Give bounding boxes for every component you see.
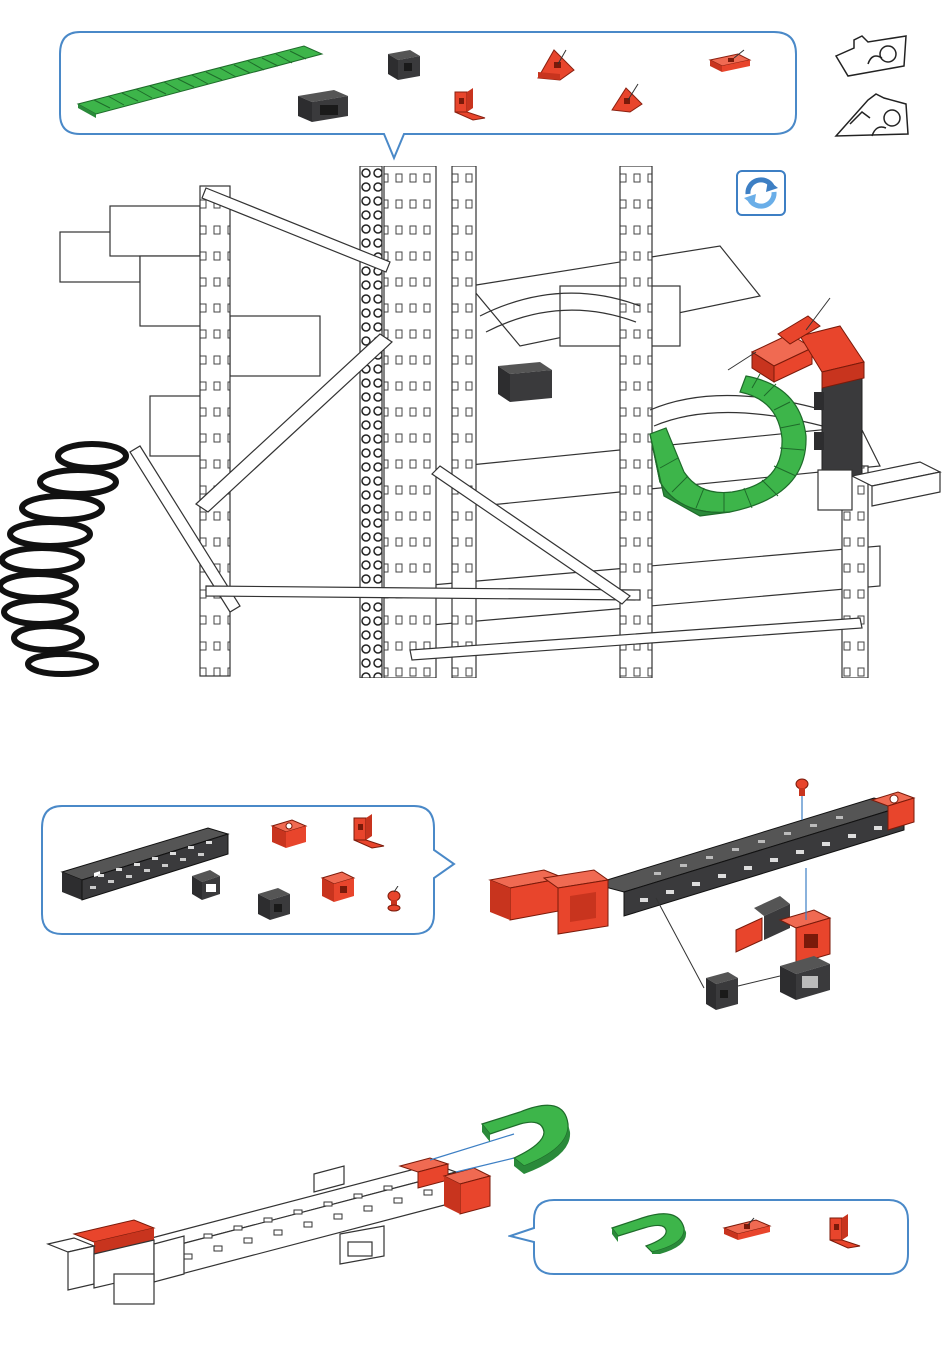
red-peg-icon	[384, 886, 404, 916]
red-angle-bracket-icon	[451, 88, 489, 122]
puzzle-piece-outline-angled-icon	[832, 90, 912, 144]
red-flat-plate-icon-2	[722, 1216, 772, 1244]
beam-subassembly-illustration	[484, 770, 924, 1020]
red-building-block-icon	[318, 870, 358, 906]
beam-with-curve-illustration	[44, 1084, 584, 1324]
dark-square-block-icon	[188, 868, 224, 904]
red-ramp-block-icon	[534, 44, 578, 82]
dark-building-block-icon-2	[254, 884, 294, 924]
green-flex-track-icon	[76, 42, 326, 120]
puzzle-piece-outline-icon	[832, 30, 912, 80]
red-flat-plate-icon	[708, 48, 752, 76]
red-angle-bracket-icon-2	[350, 814, 388, 852]
dark-building-block-large-icon	[296, 88, 352, 124]
red-ramp-block-small-icon	[608, 82, 646, 116]
green-curve-piece-icon	[608, 1204, 692, 1254]
tower-assembly-illustration	[0, 166, 950, 678]
dark-building-block-icon	[384, 46, 424, 82]
red-angle-bracket-icon-3	[826, 1214, 864, 1250]
red-square-block-icon	[270, 816, 310, 852]
